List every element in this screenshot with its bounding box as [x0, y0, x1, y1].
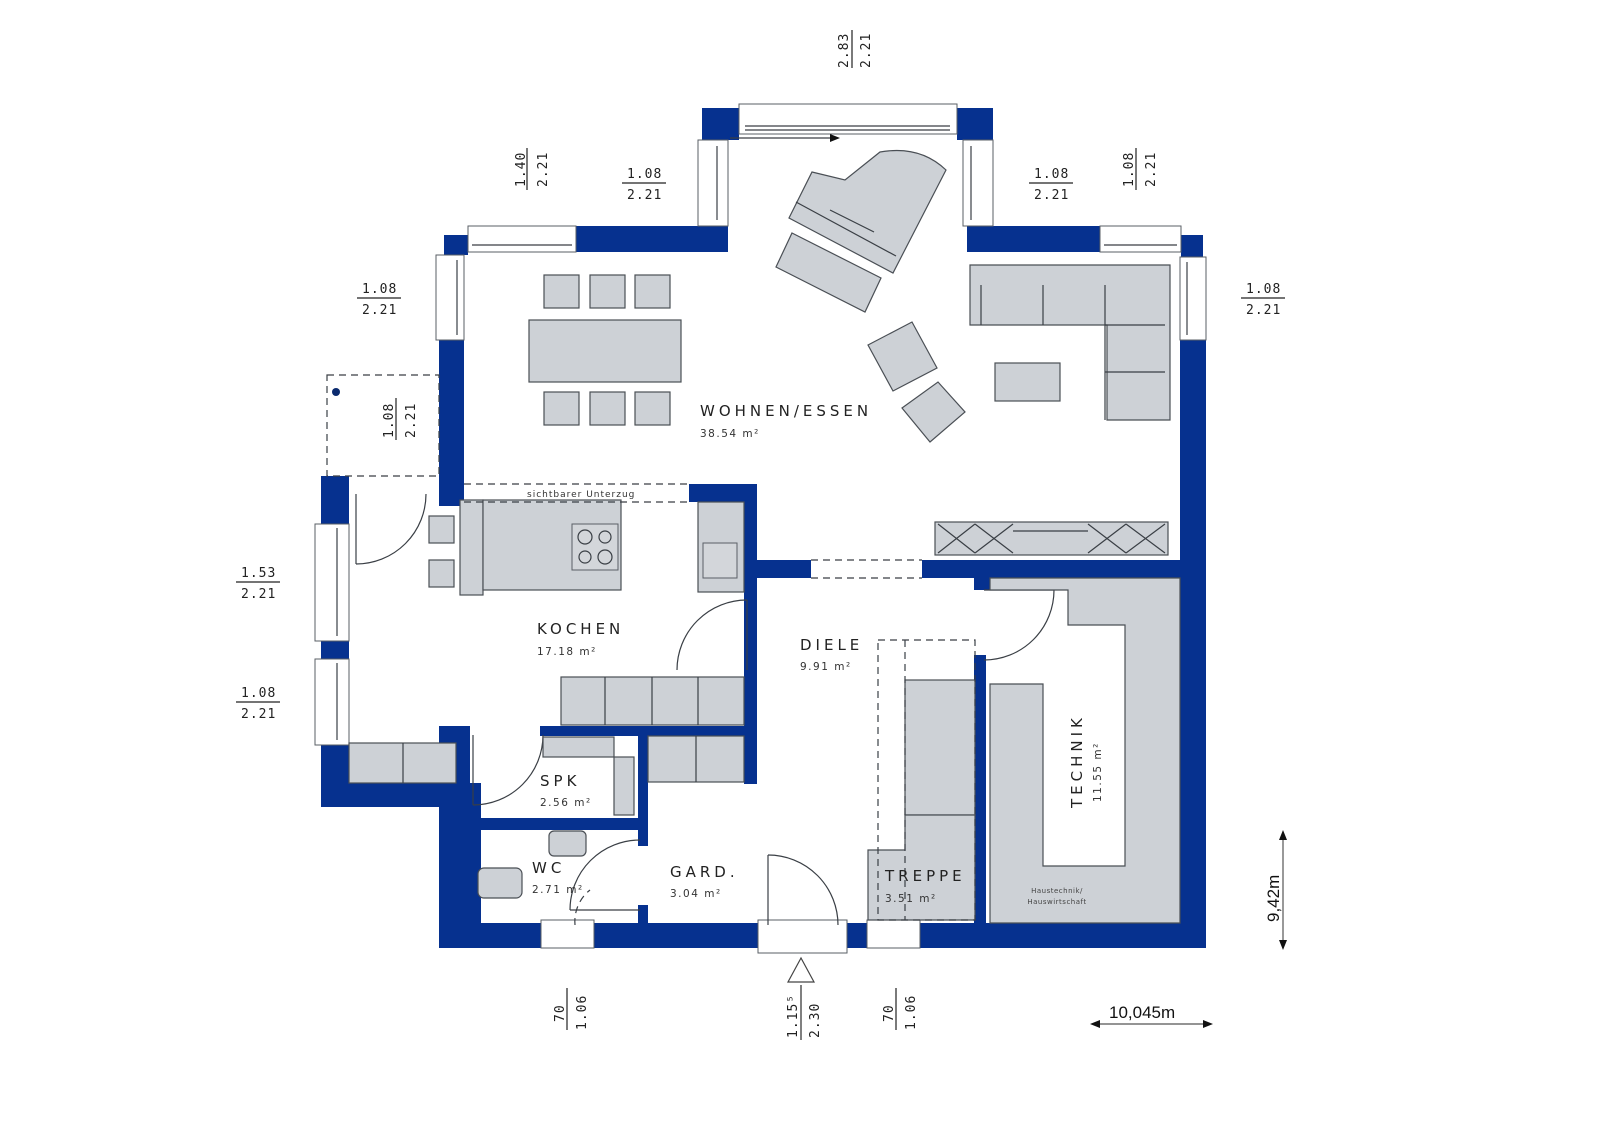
svg-text:1.08: 1.08	[362, 282, 397, 297]
room-name-wohnen: WOHNEN/ESSEN	[700, 402, 872, 420]
dining-set	[528, 274, 682, 426]
svg-text:1.15⁵: 1.15⁵	[786, 994, 801, 1038]
room-area-gard: 3.04 m²	[670, 888, 722, 900]
room-area-diele: 9.91 m²	[800, 661, 852, 673]
grand-piano	[775, 149, 947, 313]
opening-dim-entrance: 1.15⁵ 2.30	[786, 994, 823, 1038]
svg-text:1.53: 1.53	[241, 566, 276, 581]
opening-dim-top-left-bay-side: 1.40 2.21	[514, 152, 551, 187]
room-name-wc: WC	[532, 859, 565, 877]
total-width-label: 10,045m	[1109, 1003, 1175, 1022]
interior-walls	[456, 484, 1180, 925]
opening-dim-left-upper-window: 1.08 2.21	[357, 282, 401, 318]
doors	[355, 493, 1055, 926]
windows	[314, 103, 1207, 954]
svg-text:2.83: 2.83	[837, 33, 852, 68]
opening-dim-top-right-window: 1.08 2.21	[1029, 167, 1073, 203]
overall-width-dimension: 10,045m	[1090, 1003, 1213, 1028]
svg-text:70: 70	[882, 1004, 897, 1022]
opening-dim-bottom-wc-window: 70 1.06	[553, 995, 590, 1030]
room-name-treppe: TREPPE	[884, 867, 966, 885]
technik-label-group: TECHNIK 11.55 m²	[1068, 714, 1104, 809]
svg-text:2.21: 2.21	[1246, 303, 1281, 318]
svg-text:2.21: 2.21	[627, 188, 662, 203]
room-name-gard: GARD.	[670, 863, 739, 881]
opening-dim-left-terrace-window: 1.08 2.21	[382, 403, 419, 438]
svg-text:1.08: 1.08	[1246, 282, 1281, 297]
room-area-wohnen: 38.54 m²	[700, 428, 760, 440]
entrance-arrow-icon	[786, 956, 816, 983]
kitchen-sink-counter	[697, 501, 745, 593]
svg-text:2.21: 2.21	[241, 587, 276, 602]
svg-text:2.21: 2.21	[241, 707, 276, 722]
wc-fixtures	[477, 830, 587, 899]
room-name-diele: DIELE	[800, 636, 863, 654]
sideboard	[934, 521, 1169, 556]
opening-dim-left-kitchen-door: 1.53 2.21	[236, 566, 280, 602]
svg-text:2.21: 2.21	[1144, 152, 1159, 187]
svg-text:2.21: 2.21	[362, 303, 397, 318]
room-area-spk: 2.56 m²	[540, 797, 592, 809]
svg-text:2.30: 2.30	[808, 1003, 823, 1038]
kitchen-cabinets	[348, 676, 745, 816]
beam-label: sichtbarer Unterzug	[527, 490, 635, 500]
opening-dim-top-bay: 2.83 2.21	[837, 33, 874, 68]
room-area-wc: 2.71 m²	[532, 884, 584, 896]
sofa	[969, 264, 1171, 421]
room-name-spk: SPK	[540, 772, 580, 790]
technik-note-2: Hauswirtschaft	[1027, 898, 1086, 906]
svg-text:1.08: 1.08	[241, 686, 276, 701]
room-name-kochen: KOCHEN	[537, 620, 624, 638]
total-height-label: 9,42m	[1264, 875, 1283, 922]
svg-text:1.06: 1.06	[575, 995, 590, 1030]
room-name-technik: TECHNIK	[1068, 714, 1086, 809]
staircase	[867, 639, 976, 921]
opening-dim-left-lower-window: 1.08 2.21	[236, 686, 280, 722]
opening-dim-top-left-window: 1.08 2.21	[622, 167, 666, 203]
svg-text:1.40: 1.40	[514, 152, 529, 187]
svg-text:2.21: 2.21	[536, 152, 551, 187]
svg-text:2.21: 2.21	[1034, 188, 1069, 203]
technik-counter	[989, 577, 1181, 924]
opening-dim-bottom-stair-window: 70 1.06	[882, 995, 919, 1030]
svg-text:2.21: 2.21	[859, 33, 874, 68]
svg-text:1.06: 1.06	[904, 995, 919, 1030]
overall-height-dimension: 9,42m	[1264, 830, 1287, 950]
beam-outline	[326, 374, 922, 579]
technik-note-1: Haustechnik/	[1031, 887, 1083, 895]
room-area-kochen: 17.18 m²	[537, 646, 597, 658]
opening-dim-right-window: 1.08 2.21	[1241, 282, 1285, 318]
svg-text:2.21: 2.21	[404, 403, 419, 438]
svg-text:1.08: 1.08	[627, 167, 662, 182]
armchairs	[867, 321, 966, 443]
room-area-treppe: 3.51 m²	[885, 893, 937, 905]
svg-text:1.08: 1.08	[1034, 167, 1069, 182]
svg-text:1.08: 1.08	[382, 403, 397, 438]
kitchen-island	[428, 499, 622, 596]
svg-text:70: 70	[553, 1004, 568, 1022]
opening-dim-top-right-bay-side: 1.08 2.21	[1122, 152, 1159, 187]
svg-text:1.08: 1.08	[1122, 152, 1137, 187]
room-area-technik: 11.55 m²	[1092, 742, 1104, 802]
